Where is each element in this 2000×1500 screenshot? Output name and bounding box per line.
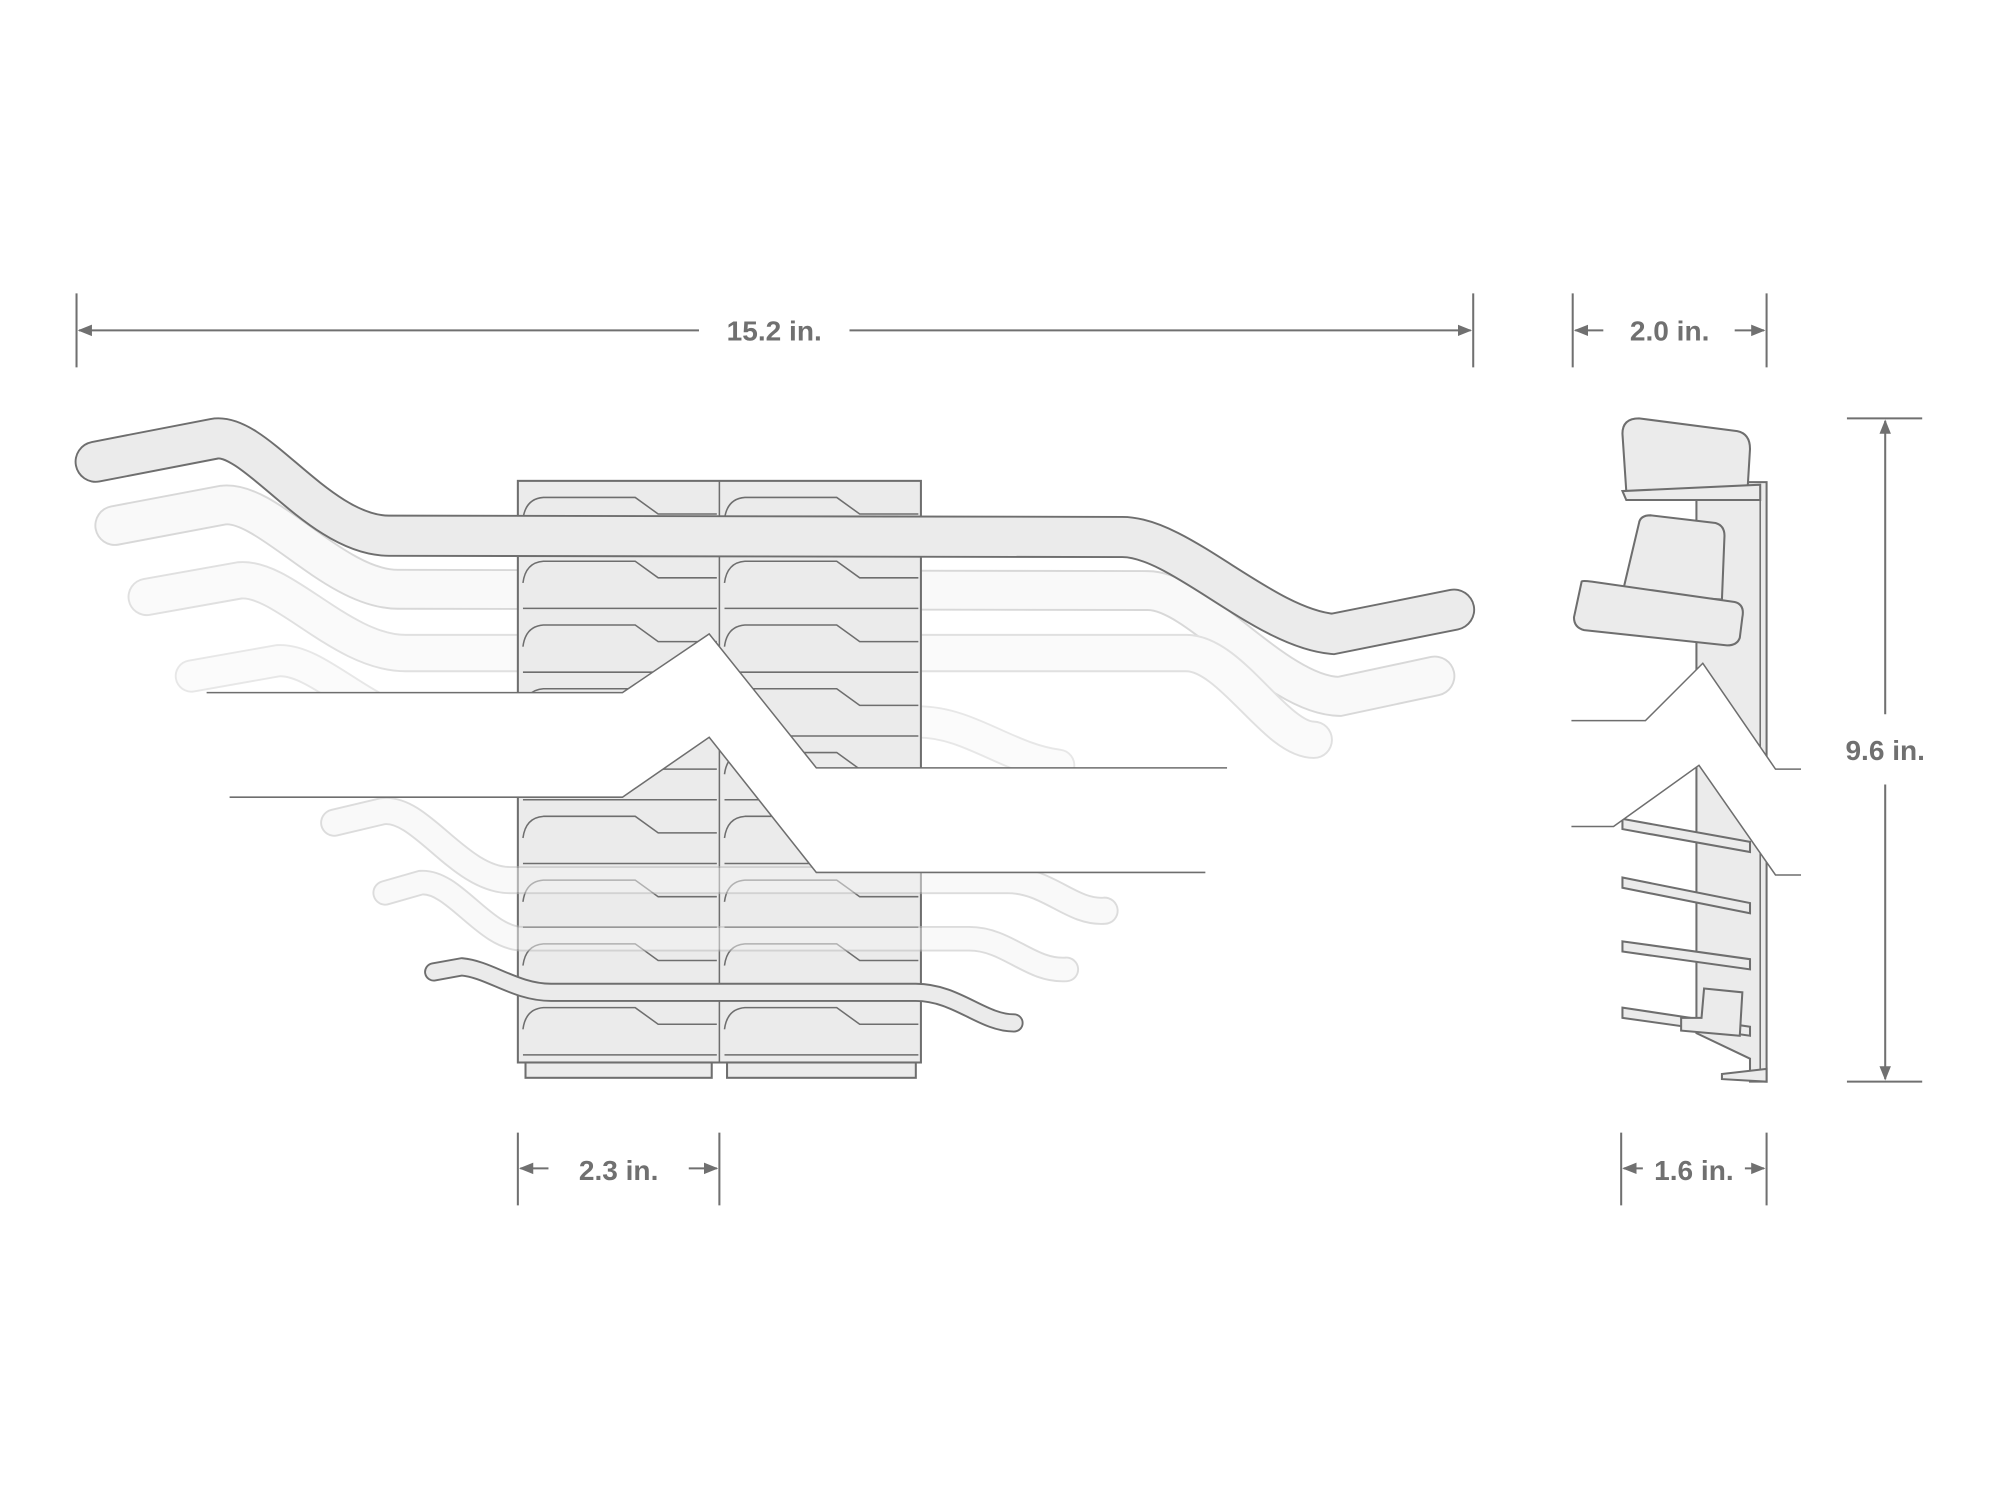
break-line-front [206, 632, 1228, 874]
label-rack-depth: 1.6 in. [1654, 1155, 1734, 1186]
dimension-column-width: 2.3 in. [516, 1132, 721, 1206]
wrench-smallest [424, 957, 1024, 1033]
rack-slot [723, 624, 919, 673]
dimension-overall-length: 15.2 in. [75, 293, 1475, 368]
dimension-rack-depth: 1.6 in. [1620, 1132, 1768, 1206]
label-overall-height: 9.6 in. [1845, 735, 1925, 766]
label-side-depth: 2.0 in. [1630, 316, 1710, 347]
faded-wrenches-lower [320, 797, 1119, 983]
wrench-largest [74, 417, 1476, 656]
label-overall-length: 15.2 in. [727, 316, 822, 347]
label-column-width: 2.3 in. [579, 1155, 658, 1186]
dimension-side-depth: 2.0 in. [1571, 293, 1768, 368]
rack-slot [522, 560, 717, 610]
rack-slot [522, 815, 717, 865]
break-line-side [1571, 662, 1802, 876]
dimension-overall-height: 9.6 in. [1845, 417, 1925, 1083]
rack-side-view [1572, 417, 1768, 1083]
rack-slot [723, 560, 919, 610]
rack-slot [522, 1006, 717, 1056]
rack-slot [723, 1006, 919, 1056]
